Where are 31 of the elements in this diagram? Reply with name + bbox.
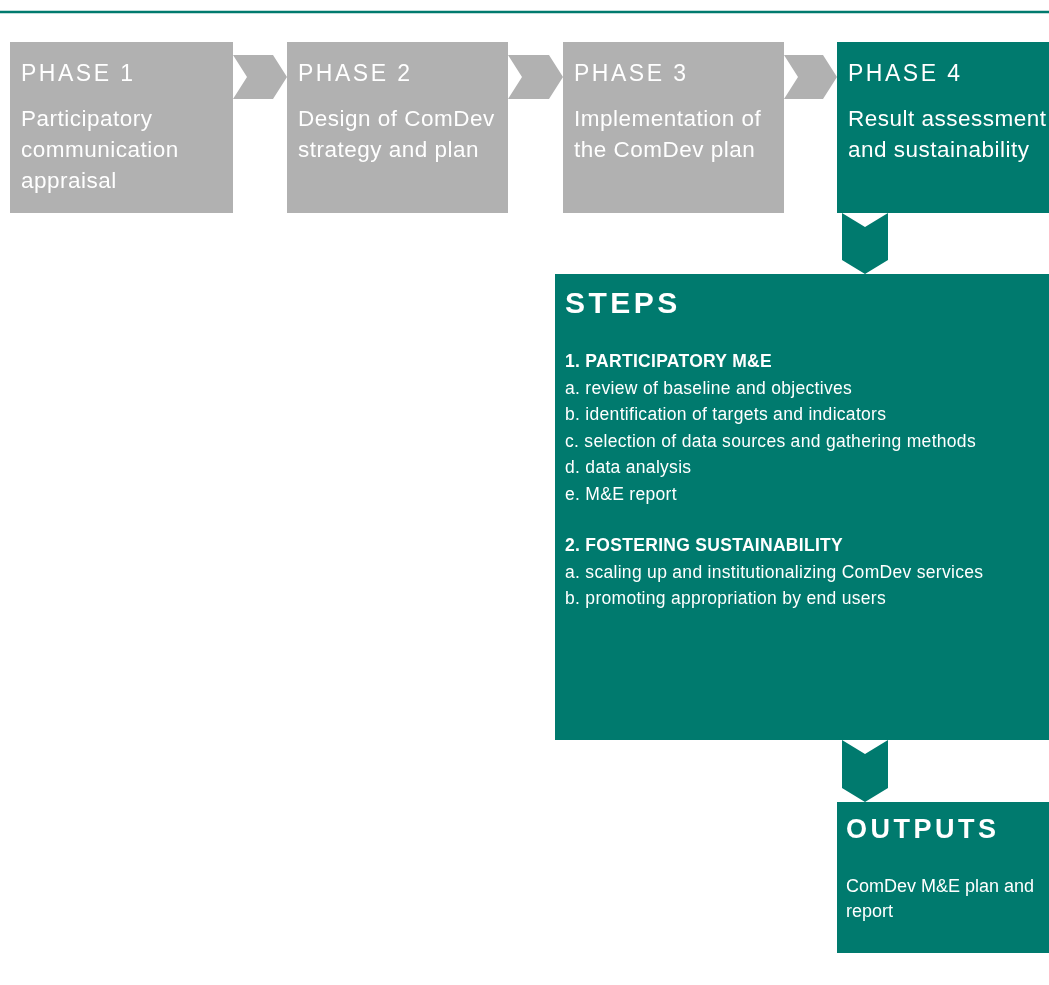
phase-label: PHASE 1 — [21, 59, 136, 87]
section-heading: 1. PARTICIPATORY M&E — [565, 350, 773, 373]
phase-label: PHASE 2 — [298, 59, 413, 87]
phase-label: PHASE 3 — [574, 59, 689, 87]
phase-box — [837, 42, 1049, 213]
steps-panel — [555, 274, 1049, 740]
phase-title: Result assessment and sustainability — [848, 105, 1048, 164]
list-item: b. identification of targets and indicators — [565, 403, 888, 426]
box-heading: OUTPUTS — [846, 814, 1000, 845]
list-item: d. data analysis — [565, 456, 693, 479]
phase-box — [287, 42, 508, 213]
phase-label: PHASE 4 — [848, 59, 963, 87]
box-text: ComDev M&E plan and report — [846, 875, 1036, 923]
list-item: c. selection of data sources and gathering methods — [565, 429, 977, 453]
section-heading: 2. FOSTERING SUSTAINABILITY — [565, 534, 845, 557]
phase-box — [563, 42, 784, 213]
phase-title: Implementation of the ComDev plan — [574, 105, 763, 164]
chevron-arrow — [784, 55, 837, 99]
list-item: a. review of baseline and objectives — [565, 376, 854, 400]
chevron-arrow — [842, 740, 888, 802]
list-item: b. promoting appropriation by end users — [565, 587, 888, 610]
list-item: a. scaling up and institutionalizing ComDev services — [565, 560, 985, 584]
chevron-arrow — [233, 55, 287, 99]
phase-title: Design of ComDev strategy and plan — [298, 105, 496, 164]
panel-heading: STEPS — [565, 286, 681, 320]
outputs-box — [837, 802, 1049, 953]
phase-title: Participatory communication appraisal — [21, 105, 180, 195]
phase-box — [10, 42, 233, 213]
list-item: e. M&E report — [565, 482, 678, 506]
chevron-arrow — [508, 55, 563, 99]
chevron-arrow — [842, 213, 888, 274]
